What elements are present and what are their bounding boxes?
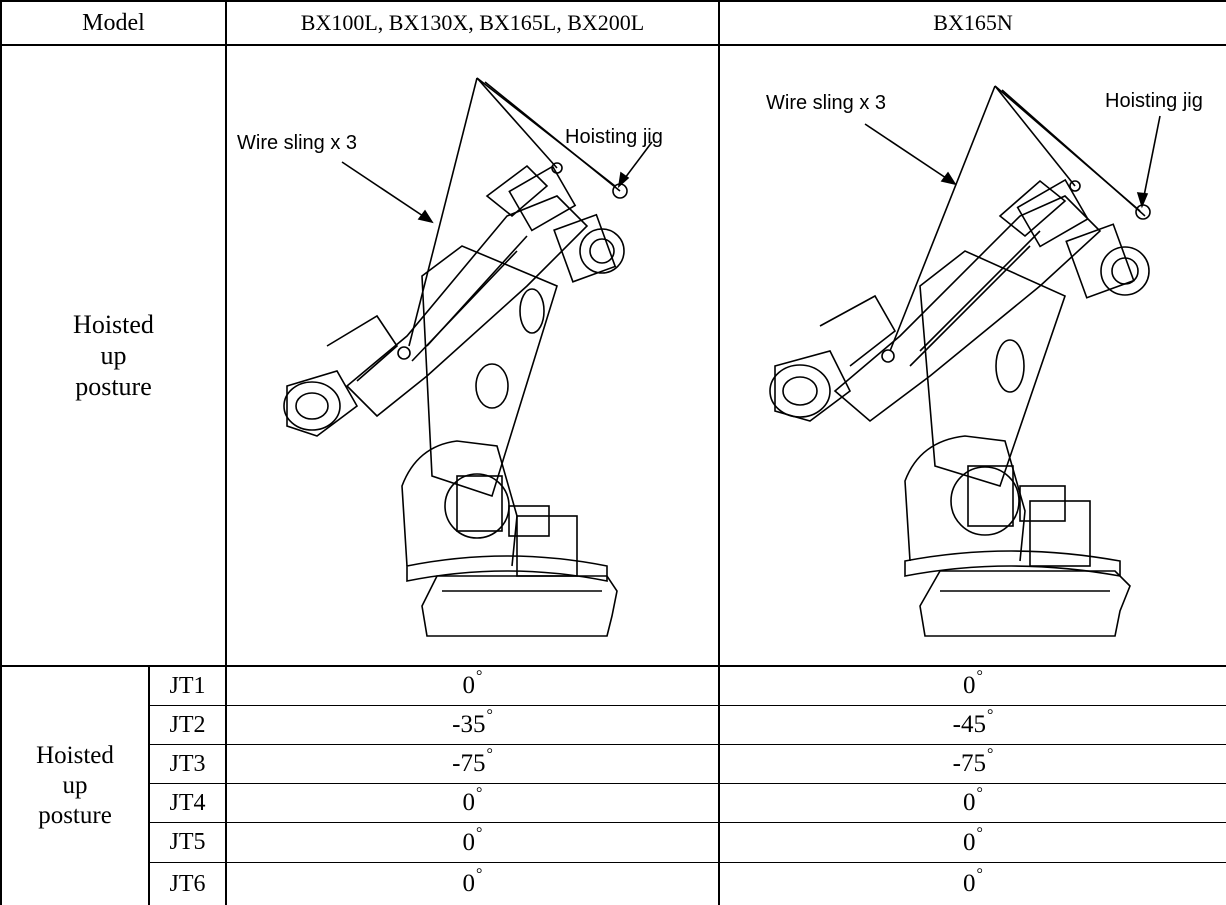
joint-label-text: JT1 bbox=[169, 672, 206, 699]
joint-angle-col2-text: 0 bbox=[963, 870, 976, 897]
joint-angle-col1: 0° bbox=[227, 823, 718, 862]
table-figure-rule bbox=[0, 665, 1226, 667]
label-line: up bbox=[100, 340, 127, 370]
joint-angle-col1-text: -35 bbox=[452, 711, 486, 738]
joint-angle-col2: 0° bbox=[720, 784, 1226, 822]
degree-symbol: ° bbox=[476, 866, 483, 884]
joint-angle-col1: 0° bbox=[227, 784, 718, 822]
joint-angle-col2: 0° bbox=[720, 823, 1226, 862]
row-rule bbox=[148, 822, 1226, 823]
label-line: posture bbox=[38, 802, 112, 829]
wire-sling-callout: Wire sling x 3 bbox=[766, 92, 887, 114]
degree-symbol: ° bbox=[986, 707, 994, 725]
robot-figure-right: Wire sling x 3 Hoisting jig bbox=[720, 46, 1226, 665]
joint-label-text: JT5 bbox=[169, 829, 206, 856]
joint-label: JT5 bbox=[150, 823, 225, 862]
table-divider-columns bbox=[718, 0, 720, 905]
hoisting-jig-callout: Hoisting jig bbox=[1105, 90, 1203, 112]
robot-arm-drawing bbox=[283, 77, 653, 637]
joint-angle-col2-text: 0 bbox=[963, 789, 976, 816]
joint-angle-col2: 0° bbox=[720, 667, 1226, 705]
label-line: Hoisted bbox=[73, 309, 154, 339]
joint-angle-col1-text: 0 bbox=[462, 870, 476, 897]
row-rule bbox=[148, 744, 1226, 745]
robot-arm-drawing bbox=[769, 85, 1161, 637]
label-line: posture bbox=[75, 372, 152, 402]
table-border-left bbox=[0, 0, 2, 905]
joint-angle-col1-text: 0 bbox=[462, 789, 476, 816]
degree-symbol: ° bbox=[486, 707, 493, 725]
joint-label: JT1 bbox=[150, 667, 225, 705]
joint-label: JT3 bbox=[150, 745, 225, 783]
joint-angle-col2-text: 0 bbox=[963, 672, 976, 699]
joint-angle-col2: -75° bbox=[720, 745, 1226, 783]
degree-symbol: ° bbox=[476, 824, 483, 842]
joint-label-text: JT3 bbox=[169, 750, 206, 777]
row-rule bbox=[148, 705, 1226, 706]
joint-angle-col2-text: -75 bbox=[952, 750, 986, 777]
row-rule bbox=[148, 783, 1226, 784]
model-column-2-header: BX165N bbox=[933, 9, 1013, 35]
table-header-rule bbox=[0, 44, 1226, 46]
joint-label-text: JT2 bbox=[169, 711, 206, 738]
table-border-top bbox=[0, 0, 1226, 2]
joint-section-label: Hoisted up posture bbox=[2, 667, 148, 905]
degree-symbol: ° bbox=[976, 668, 983, 686]
hoisting-jig-callout: Hoisting jig bbox=[565, 126, 663, 148]
hoisted-posture-label: Hoisted up posture bbox=[2, 46, 225, 665]
joint-angle-col2: 0° bbox=[720, 863, 1226, 905]
degree-symbol: ° bbox=[976, 785, 983, 803]
label-line: Hoisted bbox=[36, 742, 114, 769]
joint-label: JT6 bbox=[150, 863, 225, 905]
degree-symbol: ° bbox=[986, 746, 994, 764]
joint-label-text: JT6 bbox=[169, 870, 206, 897]
table-divider-joint bbox=[148, 666, 150, 905]
row-rule bbox=[148, 862, 1226, 863]
wire-sling-callout: Wire sling x 3 bbox=[237, 132, 358, 154]
robot-figure-left: Wire sling x 3 Hoisting jig bbox=[227, 46, 718, 665]
joint-label: JT4 bbox=[150, 784, 225, 822]
joint-angle-col2-text: -45 bbox=[952, 711, 986, 738]
model-header: Model bbox=[82, 9, 145, 36]
joint-angle-col1: 0° bbox=[227, 667, 718, 705]
degree-symbol: ° bbox=[476, 785, 483, 803]
degree-symbol: ° bbox=[976, 824, 983, 842]
joint-angle-col2: -45° bbox=[720, 706, 1226, 744]
joint-angle-col1-text: 0 bbox=[462, 672, 476, 699]
model-column-1-header: BX100L, BX130X, BX165L, BX200L bbox=[300, 9, 645, 35]
joint-angle-col1-text: 0 bbox=[462, 828, 476, 856]
joint-angle-col2-text: 0 bbox=[963, 828, 976, 856]
joint-label-text: JT4 bbox=[169, 789, 206, 816]
degree-symbol: ° bbox=[976, 866, 983, 884]
joint-label: JT2 bbox=[150, 706, 225, 744]
table-divider-model bbox=[225, 0, 227, 905]
joint-angle-col1: -75° bbox=[227, 745, 718, 783]
degree-symbol: ° bbox=[476, 668, 483, 686]
joint-angle-col1: -35° bbox=[227, 706, 718, 744]
label-line: up bbox=[62, 772, 88, 799]
joint-angle-col1-text: -75 bbox=[452, 750, 486, 777]
degree-symbol: ° bbox=[486, 746, 493, 764]
joint-angle-col1: 0° bbox=[227, 863, 718, 905]
